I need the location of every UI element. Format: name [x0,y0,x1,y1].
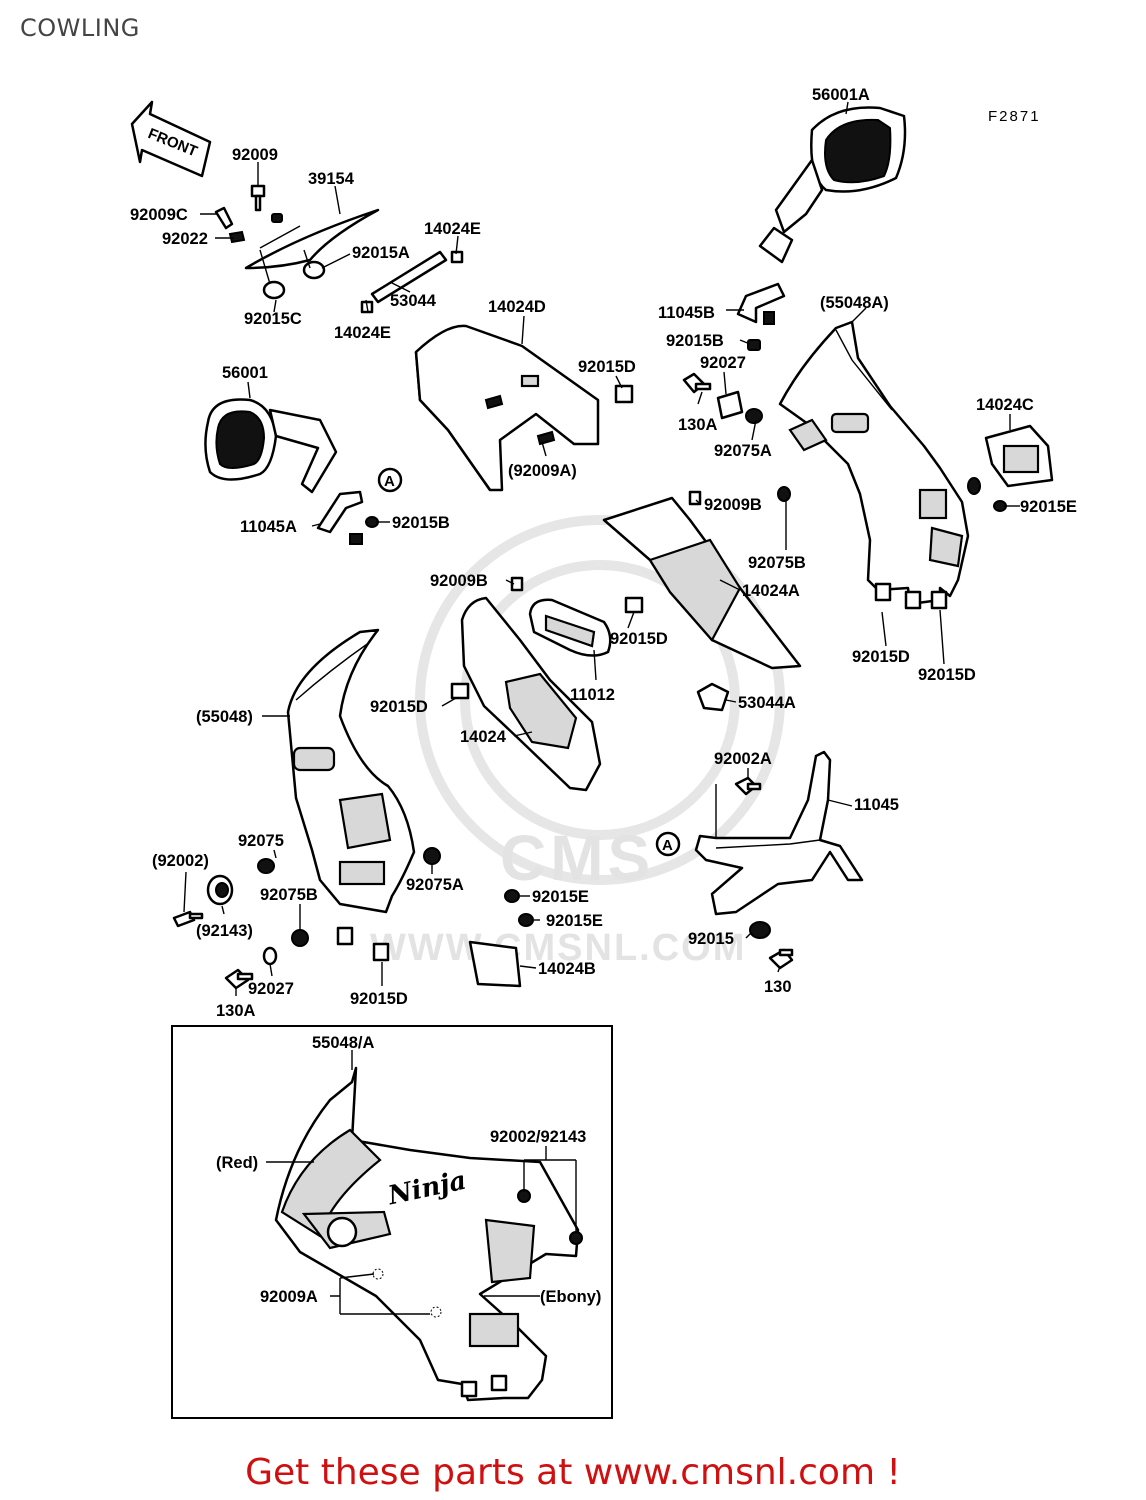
bracket-11045B [736,282,786,351]
label-53044A: 53044A [738,694,796,712]
label-55048: (55048) [196,708,253,726]
label-92015D-c: 92015D [852,648,910,666]
label-92143: (92143) [196,922,253,940]
inset-label-fastener: 92002/92143 [490,1128,586,1146]
screw-130A-collar-92027 [682,372,828,452]
label-92009C: 92009C [130,206,188,224]
label-92075A-bottom: 92075A [406,876,464,894]
bracket-14024C [967,424,1054,512]
label-92022: 92022 [162,230,208,248]
label-53044: 53044 [390,292,437,310]
mirror-right-56001A [758,106,907,264]
label-92015: 92015 [688,930,734,948]
label-92015E-b: 92015E [546,912,603,930]
label-92002: (92002) [152,852,209,870]
inner-cover-14024D [414,324,634,492]
diagram-code: F2871 [988,108,1041,125]
label-92015E-right: 92015E [1020,498,1077,516]
label-130A-top: 130A [678,416,718,434]
label-92015D-e: 92015D [370,698,428,716]
label-92009: 92009 [232,146,278,164]
label-11045A: 11045A [240,518,297,536]
label-92015E-a: 92015E [532,888,589,906]
watermark-brand: CMS [500,822,654,894]
label-92015D-b: 92015D [610,630,668,648]
label-14024D: 14024D [488,298,546,316]
label-14024E-top: 14024E [424,220,481,238]
label-92027-top: 92027 [700,354,746,372]
bracket-11045A: A [316,467,403,545]
label-130A-bottom: 130A [216,1002,256,1020]
watermark-url: WWW.CMSNL.COM [370,927,746,969]
leader-lines [183,101,1020,1315]
bracket-11045: A [655,750,864,970]
cover-14024 [450,576,602,792]
label-14024: 14024 [460,728,507,746]
label-56001: 56001 [222,364,268,382]
label-92015B-left: 92015B [392,514,450,532]
nuts-92015E [504,889,534,927]
clip-53044A [696,682,730,712]
label-92015D-f: 92015D [350,990,408,1008]
inset-label-red: (Red) [216,1154,258,1172]
inset-box: Ninja [171,1025,613,1419]
label-92075B-right: 92075B [748,554,806,572]
callout-a-bottom: A [662,837,673,854]
right-cowling-55048A [778,320,970,610]
label-92009A: (92009A) [508,462,577,480]
watermark: CMS WWW.CMSNL.COM [370,515,785,969]
label-56001A: 56001A [812,86,870,104]
part-labels: 56001A 92009 39154 92009C 92022 14024E 9… [130,86,1077,1306]
page-title: COWLING [20,14,140,42]
label-14024C: 14024C [976,396,1034,414]
promo-link[interactable]: Get these parts at www.cmsnl.com ! [245,1452,901,1493]
label-92009B-center: 92009B [430,572,488,590]
fasteners-left-lower [172,858,390,990]
mirror-left-56001 [204,398,338,494]
label-92015D-a: 92015D [578,358,636,376]
parts-diagram: CMS WWW.CMSNL.COM F2871 FRONT [130,86,1077,1419]
label-92015D-d: 92015D [918,666,976,684]
trim-39154 [244,208,380,270]
bolt-92009 [250,184,283,223]
label-11045B: 11045B [658,304,715,322]
grommets-92015C-92015A [262,260,326,300]
label-11012: 11012 [570,686,615,704]
label-14024A: 14024A [742,582,800,600]
label-92075B-left: 92075B [260,886,318,904]
duct-11012 [528,598,612,657]
label-130: 130 [764,978,792,996]
label-92009B-right: 92009B [704,496,762,514]
label-92075A-top: 92075A [714,442,772,460]
label-11045: 11045 [854,796,899,814]
inset-label-92009A: 92009A [260,1288,318,1306]
inset-label-ebony: (Ebony) [540,1288,601,1306]
front-arrow-icon: FRONT [130,100,212,178]
left-cowling-55048 [286,628,441,914]
cover-14024B [468,940,522,988]
cover-14024A [602,486,802,670]
label-55048A: (55048A) [820,294,889,312]
label-92015C: 92015C [244,310,302,328]
label-92027-bottom: 92027 [248,980,294,998]
callout-a-top: A [384,473,395,490]
label-92015B-top: 92015B [666,332,724,350]
screws-92009C-92022 [214,206,246,244]
label-14024E-bottom: 14024E [334,324,391,342]
label-14024B: 14024B [538,960,596,978]
inset-label-part: 55048/A [312,1034,374,1052]
label-39154: 39154 [308,170,355,188]
label-92002A: 92002A [714,750,772,768]
label-92075: 92075 [238,832,284,850]
label-92015A: 92015A [352,244,410,262]
